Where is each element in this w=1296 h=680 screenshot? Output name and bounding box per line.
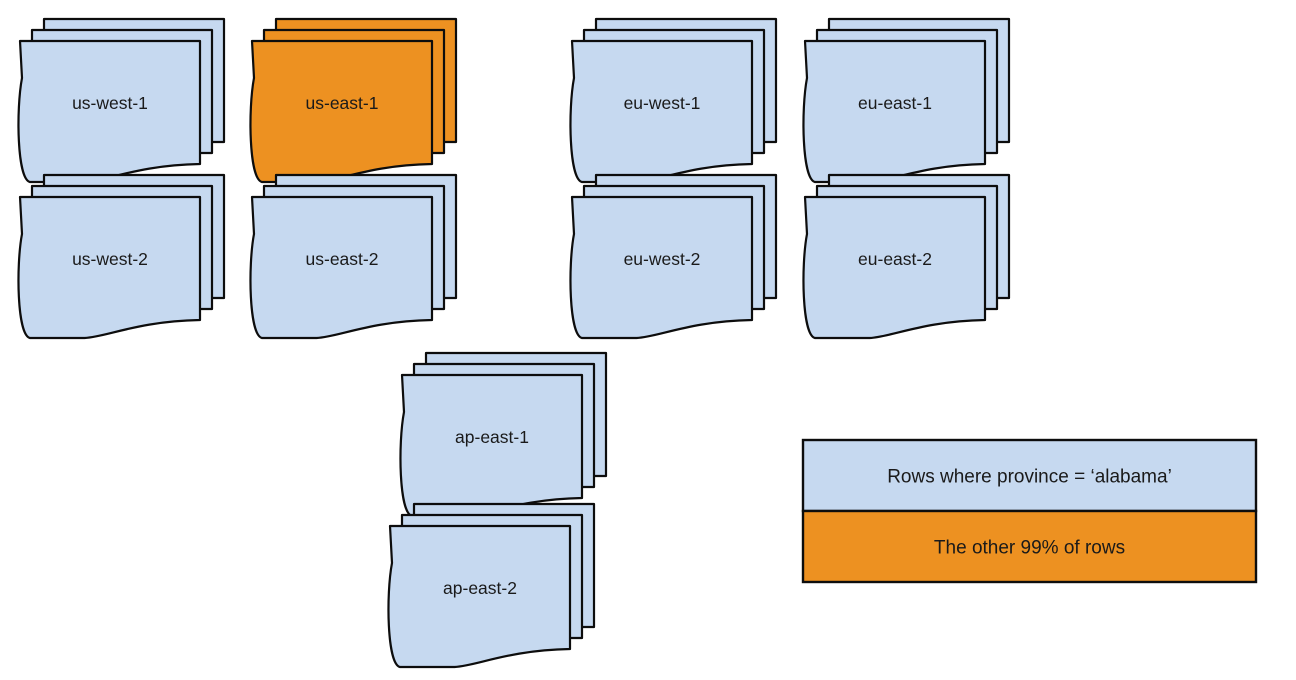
stacks-layer: us-west-1 us-east-1 eu-west-1 eu-east-1 us-w… xyxy=(17,17,1011,669)
stack-sheet-front xyxy=(249,195,434,340)
document-stack-us-east-1[interactable]: us-east-1 xyxy=(249,17,458,184)
document-stack-eu-east-1[interactable]: eu-east-1 xyxy=(802,17,1011,184)
document-stack-ap-east-2[interactable]: ap-east-2 xyxy=(387,502,596,669)
document-stack-us-east-2[interactable]: us-east-2 xyxy=(249,173,458,340)
document-stack-eu-west-1[interactable]: eu-west-1 xyxy=(569,17,778,184)
stack-label: eu-east-1 xyxy=(858,93,932,113)
stack-label: eu-west-1 xyxy=(624,93,701,113)
stack-label: us-west-1 xyxy=(72,93,148,113)
stack-label: ap-east-2 xyxy=(443,578,517,598)
stack-sheet-front xyxy=(569,195,754,340)
stack-label: us-west-2 xyxy=(72,249,148,269)
document-stack-ap-east-1[interactable]: ap-east-1 xyxy=(399,351,608,518)
document-stack-eu-west-2[interactable]: eu-west-2 xyxy=(569,173,778,340)
stack-label: us-east-1 xyxy=(306,93,379,113)
legend-swatch-matching-rows xyxy=(801,438,1258,513)
stack-label: us-east-2 xyxy=(306,249,379,269)
stack-sheet-front xyxy=(802,195,987,340)
legend-label-matching-rows: Rows where province = ‘alabama’ xyxy=(887,467,1172,488)
legend-label-other-rows: The other 99% of rows xyxy=(934,538,1125,559)
stack-label: eu-east-2 xyxy=(858,249,932,269)
legend: Rows where province = ‘alabama’ The other… xyxy=(801,438,1258,584)
document-stack-us-west-2[interactable]: us-west-2 xyxy=(17,173,226,340)
document-stack-eu-east-2[interactable]: eu-east-2 xyxy=(802,173,1011,340)
stack-label: ap-east-1 xyxy=(455,427,529,447)
legend-swatch-other-rows xyxy=(801,509,1258,584)
stack-sheet-front xyxy=(387,524,572,669)
stack-sheet-front xyxy=(17,195,202,340)
document-stack-us-west-1[interactable]: us-west-1 xyxy=(17,17,226,184)
stack-label: eu-west-2 xyxy=(624,249,701,269)
